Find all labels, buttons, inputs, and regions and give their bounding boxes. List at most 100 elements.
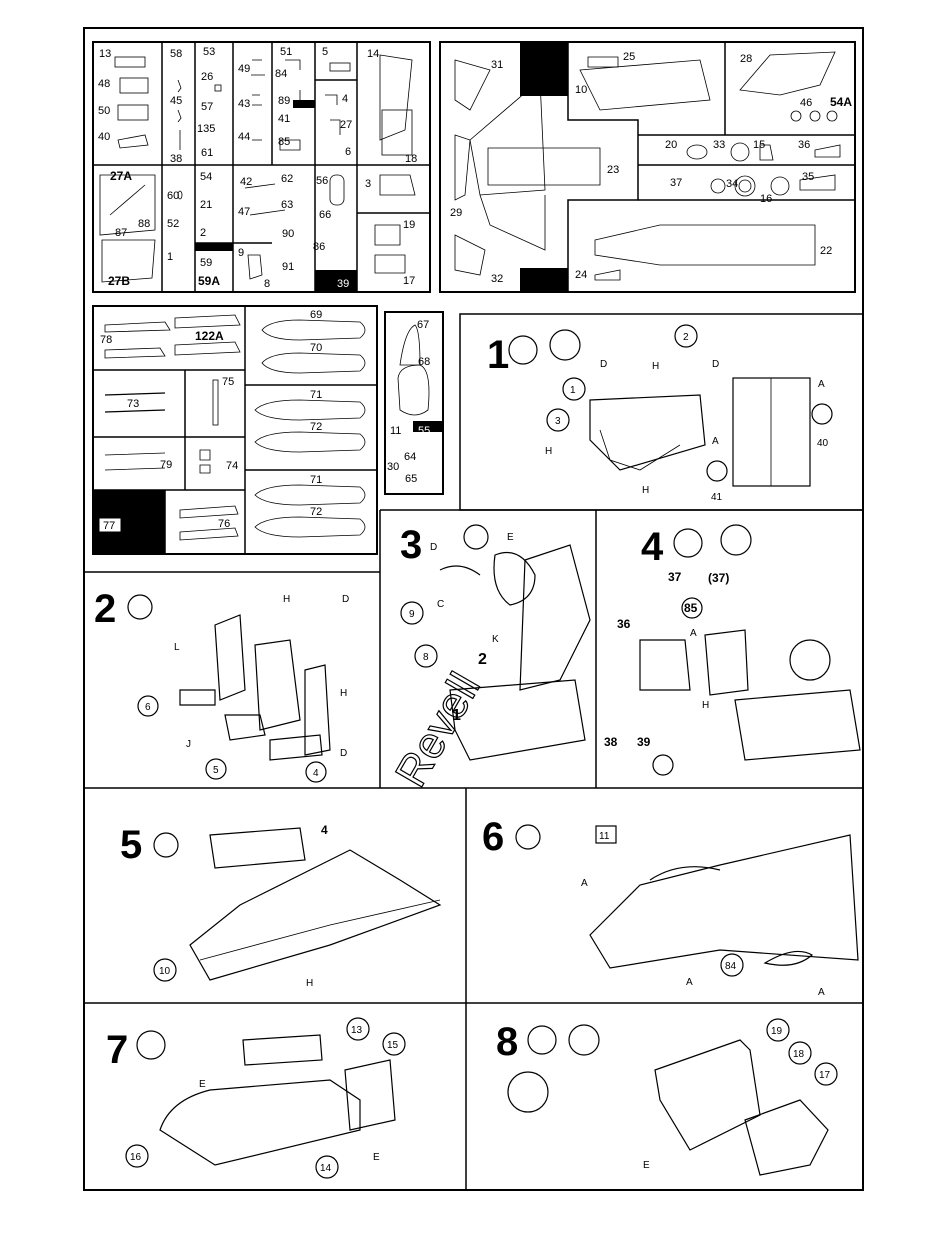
svg-text:34: 34 xyxy=(726,178,738,190)
svg-text:38: 38 xyxy=(170,153,182,165)
svg-text:E: E xyxy=(643,1160,650,1171)
svg-text:A: A xyxy=(686,977,693,988)
svg-text:13: 13 xyxy=(351,1025,363,1036)
page-frame xyxy=(83,27,864,1191)
svg-text:27B: 27B xyxy=(108,274,130,288)
step-7-number: 7 xyxy=(106,1028,128,1072)
svg-text:32: 32 xyxy=(491,273,503,285)
svg-text:84: 84 xyxy=(275,68,287,80)
svg-text:A: A xyxy=(712,436,719,447)
svg-text:2: 2 xyxy=(200,227,206,239)
svg-text:6: 6 xyxy=(145,702,151,713)
svg-text:11: 11 xyxy=(390,425,401,437)
panel-grid xyxy=(84,313,864,1190)
svg-text:9: 9 xyxy=(238,247,244,259)
svg-text:9: 9 xyxy=(409,609,415,620)
svg-text:10: 10 xyxy=(159,966,171,977)
step-6-number: 6 xyxy=(482,815,504,859)
svg-text:14: 14 xyxy=(320,1163,332,1174)
svg-text:K: K xyxy=(492,634,499,645)
step-5-number: 5 xyxy=(120,823,142,867)
svg-text:E: E xyxy=(199,1079,206,1090)
svg-text:48: 48 xyxy=(98,78,110,90)
svg-text:75: 75 xyxy=(222,376,234,388)
svg-text:85: 85 xyxy=(684,601,698,615)
svg-text:46: 46 xyxy=(800,97,812,109)
svg-text:1: 1 xyxy=(167,251,173,263)
svg-text:38: 38 xyxy=(604,735,618,749)
svg-text:71: 71 xyxy=(310,474,322,486)
svg-text:59: 59 xyxy=(200,257,212,269)
svg-text:D: D xyxy=(340,748,347,759)
svg-text:56: 56 xyxy=(316,175,328,187)
svg-text:D: D xyxy=(430,542,437,553)
svg-text:78: 78 xyxy=(100,334,112,346)
svg-text:25: 25 xyxy=(623,51,635,63)
svg-text:H: H xyxy=(306,978,313,989)
svg-text:4: 4 xyxy=(313,768,319,779)
svg-text:27A: 27A xyxy=(110,169,132,183)
svg-text:76: 76 xyxy=(218,518,230,530)
svg-text:86: 86 xyxy=(313,241,325,253)
svg-text:2: 2 xyxy=(478,651,487,668)
svg-text:135: 135 xyxy=(197,123,215,135)
svg-text:87: 87 xyxy=(115,227,127,239)
svg-text:61: 61 xyxy=(201,147,213,159)
svg-text:84: 84 xyxy=(725,961,737,972)
svg-text:69: 69 xyxy=(310,309,322,321)
svg-text:15: 15 xyxy=(387,1040,399,1051)
svg-text:H: H xyxy=(340,688,347,699)
svg-text:57: 57 xyxy=(201,101,213,113)
svg-text:33: 33 xyxy=(713,139,725,151)
svg-text:79: 79 xyxy=(160,459,172,471)
svg-text:73: 73 xyxy=(127,398,139,410)
svg-text:C: C xyxy=(437,599,444,610)
svg-text:47: 47 xyxy=(238,206,250,218)
svg-text:D: D xyxy=(342,594,349,605)
svg-text:D: D xyxy=(712,359,719,370)
svg-text:20: 20 xyxy=(665,139,677,151)
svg-text:122A: 122A xyxy=(195,329,224,343)
svg-text:54A: 54A xyxy=(830,95,852,109)
svg-text:3: 3 xyxy=(555,416,561,427)
svg-text:A: A xyxy=(690,628,697,639)
svg-text:58: 58 xyxy=(170,48,182,60)
svg-text:28: 28 xyxy=(740,53,752,65)
svg-text:1: 1 xyxy=(570,385,576,396)
svg-text:71: 71 xyxy=(310,389,322,401)
svg-text:13: 13 xyxy=(99,48,111,60)
watermark-text: Revell xyxy=(386,665,490,795)
svg-text:15: 15 xyxy=(753,139,765,151)
svg-text:5: 5 xyxy=(213,765,219,776)
svg-text:41: 41 xyxy=(278,113,290,125)
svg-text:55: 55 xyxy=(418,425,430,437)
svg-text:H: H xyxy=(545,446,552,457)
svg-text:39: 39 xyxy=(337,278,349,290)
svg-text:29: 29 xyxy=(450,207,462,219)
svg-text:51: 51 xyxy=(280,46,292,58)
svg-text:50: 50 xyxy=(98,105,110,117)
svg-text:49: 49 xyxy=(238,63,250,75)
svg-text:52: 52 xyxy=(167,218,179,230)
svg-text:77: 77 xyxy=(103,520,115,532)
svg-text:37: 37 xyxy=(668,570,682,584)
svg-text:22: 22 xyxy=(820,245,832,257)
svg-text:26: 26 xyxy=(201,71,213,83)
svg-text:23: 23 xyxy=(607,164,619,176)
svg-text:36: 36 xyxy=(617,617,631,631)
svg-text:A: A xyxy=(818,379,825,390)
svg-text:27: 27 xyxy=(340,119,352,131)
svg-text:(37): (37) xyxy=(708,571,729,585)
svg-text:85: 85 xyxy=(278,136,290,148)
svg-text:44: 44 xyxy=(238,131,250,143)
svg-text:H: H xyxy=(642,485,649,496)
svg-text:42: 42 xyxy=(240,176,252,188)
